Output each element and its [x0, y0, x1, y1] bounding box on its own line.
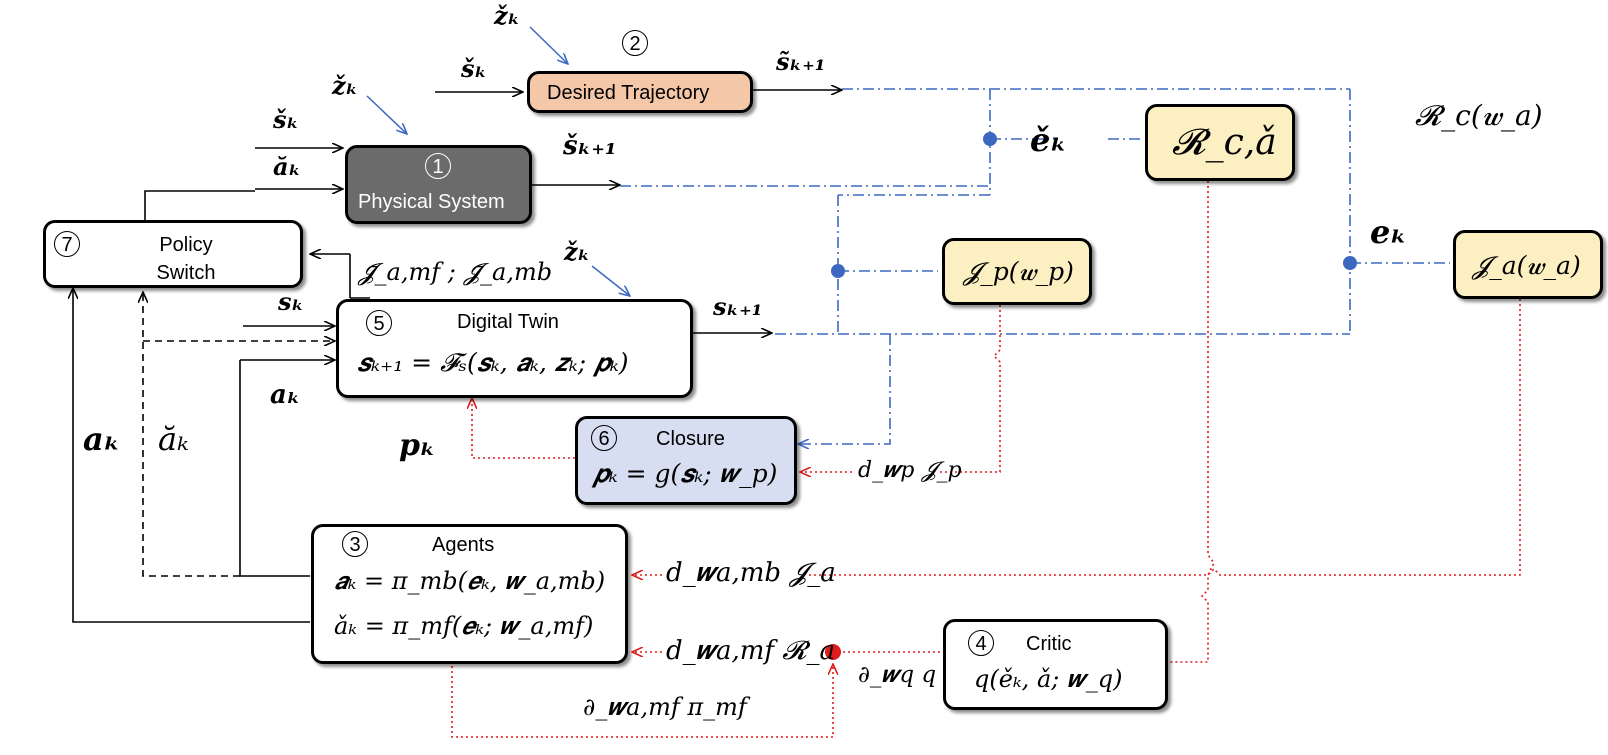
policy-switch-title: Policy Switch [156, 234, 216, 284]
closure-equation: 𝒑ₖ = g(𝒔ₖ; 𝒘_p) [593, 459, 778, 488]
badge-3: 3 [342, 531, 368, 557]
label-zk-top: žₖ [494, 1, 521, 30]
black-signal-lines [73, 90, 842, 623]
badge-2: 2 [622, 30, 648, 56]
badge-4: 4 [968, 630, 994, 656]
objective-jp-label: 𝓙_p(𝒘_p) [963, 257, 1074, 286]
black-dashed-lines [143, 292, 335, 577]
label-ak-physical: ăₖ [273, 152, 302, 181]
label-zk-twin: žₖ [564, 237, 591, 266]
label-sk1-twin: 𝒔ₖ₊₁ [713, 292, 763, 321]
blue-junctions [831, 132, 1357, 278]
label-sk-physical: šₖ [273, 105, 300, 134]
red-summing-junction [825, 644, 841, 660]
label-sk-twin: 𝒔ₖ [278, 287, 305, 316]
label-d-q: ∂_𝒘q q [858, 662, 937, 688]
agents-title: Agents [432, 534, 495, 556]
label-ek-check: ěₖ [1030, 121, 1068, 159]
policy-switch-block: 7 Policy Switch [43, 220, 303, 288]
label-ak-twin: 𝒂ₖ [270, 380, 301, 410]
label-ek: 𝒆ₖ [1370, 213, 1408, 251]
label-j-bar: 𝓙̄_a,mf ; 𝓙̄_a,mb [358, 258, 553, 286]
red-gradient-lines [451, 181, 1521, 738]
digital-twin-block: 5 Digital Twin 𝒔ₖ₊₁ = 𝓕ₛ(𝒔ₖ, 𝒂ₖ, 𝒛ₖ; 𝒑ₖ) [336, 299, 693, 398]
objective-ja-block: 𝓙_a(𝒘_a) [1453, 230, 1603, 299]
desired-trajectory-block: Desired Trajectory [527, 71, 753, 113]
physical-system-block: 1 Physical System [345, 145, 532, 224]
label-rc-wa: 𝓡_c(𝒘_a) [1415, 99, 1543, 132]
agents-equation-mf: ǎₖ = π_mf(𝒆ₖ; 𝒘_a,mf) [334, 612, 594, 640]
label-d-jp: d_𝒘p 𝓙_p [858, 458, 962, 483]
label-ak-breve: ăₖ [158, 420, 189, 458]
digital-twin-equation: 𝒔ₖ₊₁ = 𝓕ₛ(𝒔ₖ, 𝒂ₖ, 𝒛ₖ; 𝒑ₖ) [357, 348, 629, 377]
label-zk-physical: žₖ [332, 71, 359, 100]
critic-title: Critic [1026, 633, 1072, 655]
digital-twin-title: Digital Twin [457, 311, 559, 333]
label-d-ra: d_𝒘a,mf 𝓡_a [666, 636, 836, 666]
physical-system-title: Physical System [358, 191, 505, 213]
label-ak-left: 𝒂ₖ [83, 420, 121, 458]
closure-block: 6 Closure 𝒑ₖ = g(𝒔ₖ; 𝒘_p) [575, 416, 797, 505]
critic-equation: q(ěₖ, ǎ; 𝒘_q) [974, 665, 1123, 693]
desired-trajectory-title: Desired Trajectory [547, 82, 710, 104]
closure-title: Closure [656, 428, 725, 450]
label-d-ja: d_𝒘a,mb 𝓙_a [666, 558, 836, 588]
badge-6: 6 [591, 425, 617, 451]
label-sk1-physical: šₖ₊₁ [563, 131, 617, 161]
label-sk-trajectory: šₖ [461, 54, 488, 83]
badge-5: 5 [366, 310, 392, 336]
badge-1: 1 [425, 153, 451, 179]
reward-rca-block: 𝓡_c,ǎ [1145, 104, 1295, 181]
reward-rca-label: 𝓡_c,ǎ [1172, 122, 1277, 163]
agents-block: 3 Agents 𝒂ₖ = π_mb(𝒆ₖ, 𝒘_a,mb) ǎₖ = π_mf… [311, 524, 628, 664]
objective-ja-label: 𝓙_a(𝒘_a) [1472, 251, 1581, 280]
critic-block: 4 Critic q(ěₖ, ǎ; 𝒘_q) [943, 619, 1168, 710]
badge-7: 7 [54, 231, 80, 257]
agents-equation-mb: 𝒂ₖ = π_mb(𝒆ₖ, 𝒘_a,mb) [334, 567, 606, 595]
objective-jp-block: 𝓙_p(𝒘_p) [942, 238, 1092, 305]
blue-annotation-arrows [366, 26, 630, 296]
label-pk: 𝒑ₖ [399, 428, 436, 463]
label-sk1-trajectory: s̃ₖ₊₁ [776, 47, 826, 76]
label-d-pi: ∂_𝒘a,mf π_mf [583, 693, 747, 721]
